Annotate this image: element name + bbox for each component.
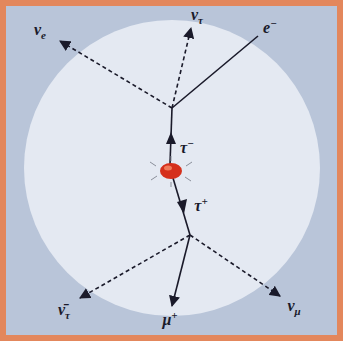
neutrino-track [190, 235, 280, 296]
particle-label: νe [34, 22, 46, 38]
particle-label: τ− [180, 140, 194, 156]
particle-label: e− [263, 20, 277, 36]
muon-track [172, 235, 190, 306]
collision-highlight [164, 166, 172, 171]
particle-label: νμ [287, 298, 300, 314]
particle-label: μ+ [162, 312, 177, 328]
detector-ground [6, 6, 337, 335]
neutrino-track [172, 28, 191, 108]
collision-point [160, 163, 182, 179]
tau-track [173, 178, 190, 235]
detector-volume [24, 20, 320, 316]
collision-spark [150, 156, 192, 187]
particle-label: τ+ [194, 198, 207, 214]
direction-arrow [177, 199, 187, 214]
particle-label: ν̄τ [58, 302, 70, 318]
direction-arrow [166, 132, 176, 144]
neutrino-track [60, 41, 172, 108]
neutrino-track [80, 235, 190, 298]
particle-label: ντ [191, 7, 203, 23]
electron-track [172, 36, 258, 108]
